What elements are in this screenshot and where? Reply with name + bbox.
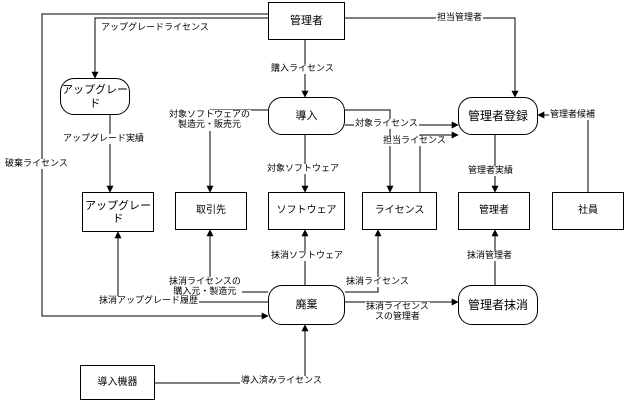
flow-erased-license <box>345 229 382 293</box>
installed-device-store: 導入機器 <box>80 365 155 400</box>
label-license-in-charge: 担当ライセンス <box>382 136 447 147</box>
flow-installed-license <box>155 324 309 384</box>
upgrade-store: アップグレード <box>82 192 154 232</box>
label-erased-license-admin: 抹消ライセンス スの管理者 <box>365 302 430 323</box>
label-admin-candidate: 管理者候補 <box>549 110 597 121</box>
label-erased-license-maker: 抹消ライセンスの 購入元・製造元 <box>168 277 242 298</box>
flow-admin-in-charge-top <box>345 17 519 98</box>
partner-store: 取引先 <box>175 192 247 230</box>
label-installed-license: 導入済みライセンス <box>240 376 323 387</box>
label-target-license: 対象ライセンス <box>354 119 419 130</box>
introduce-process: 導入 <box>268 97 345 135</box>
flow-license-in-charge <box>419 131 459 192</box>
admin-node: 管理者 <box>268 2 345 40</box>
label-target-sw-maker: 対象ソフトウェアの 製造元・販売元 <box>168 110 252 131</box>
label-erased-license: 抹消ライセンス <box>345 277 410 288</box>
software-store: ソフトウェア <box>268 192 345 230</box>
label-upgrade-license: アップグレードライセンス <box>100 23 210 34</box>
flow-upgrade-license <box>91 17 268 79</box>
admin-delete-process: 管理者抹消 <box>458 285 538 325</box>
employee-store: 社員 <box>552 192 624 230</box>
label-erased-software: 抹消ソフトウェア <box>270 251 345 262</box>
flow-target-license <box>345 109 394 193</box>
label-discard-license: 破棄ライセンス <box>4 159 69 170</box>
label-upgrade-record: アップグレード実績 <box>62 134 146 145</box>
license-store: ライセンス <box>362 192 437 230</box>
label-erased-upgrade-history: 抹消アップグレード履歴 <box>98 296 200 307</box>
admin-register-process: 管理者登録 <box>458 97 538 135</box>
dispose-process: 廃棄 <box>268 285 345 325</box>
label-erased-admin: 抹消管理者 <box>466 251 514 262</box>
label-purchase-license: 購入ライセンス <box>270 64 335 75</box>
flow-discard-license <box>41 13 269 320</box>
admin-store: 管理者 <box>458 192 530 230</box>
upgrade-process: アップグレード <box>60 78 130 115</box>
label-target-software: 対象ソフトウェア <box>266 164 341 175</box>
label-admin-in-charge-top: 担当管理者 <box>436 13 484 24</box>
label-admin-record: 管理者実績 <box>467 166 515 177</box>
flow-admin-candidate <box>537 111 589 192</box>
